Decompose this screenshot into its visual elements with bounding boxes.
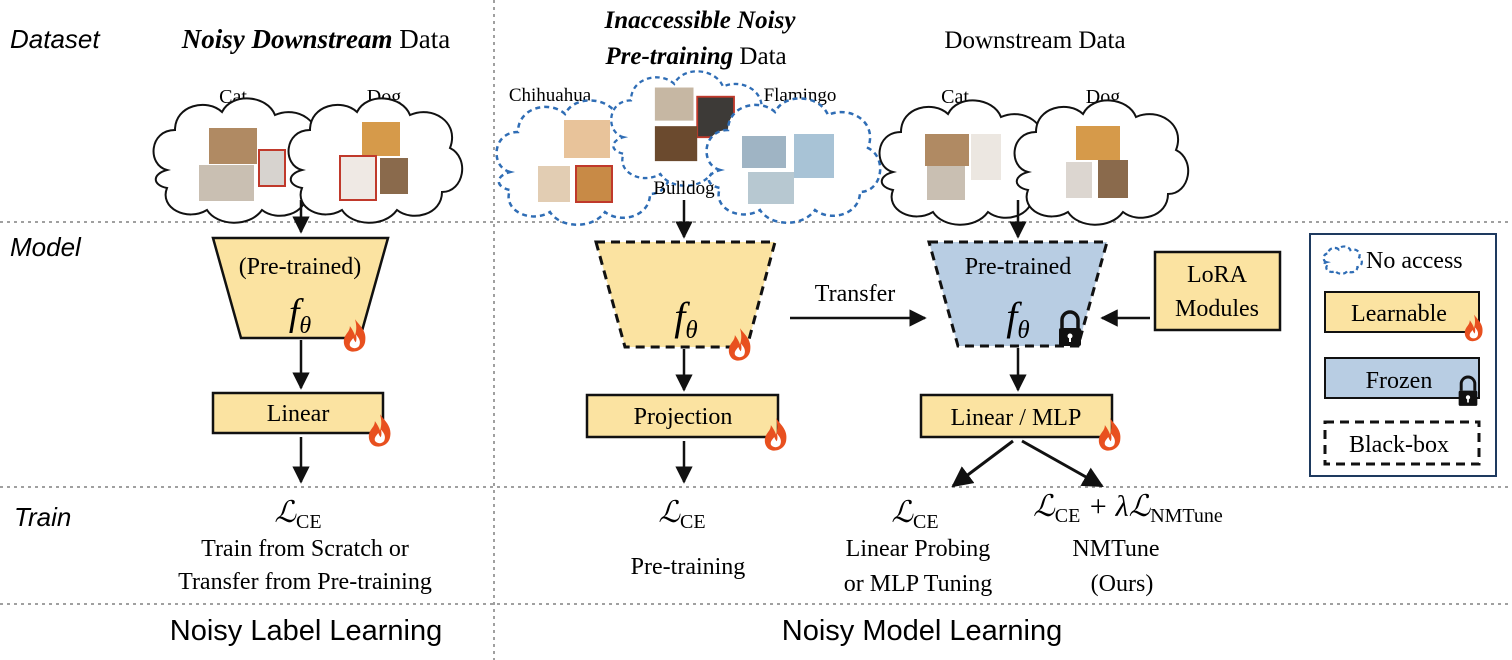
legend-learnable-label: Learnable	[1351, 301, 1447, 327]
legend: No access Learnable Frozen Black-box	[1309, 233, 1497, 477]
linear-probing-line2: or MLP Tuning	[844, 571, 993, 597]
middle-cloud-bulldog	[610, 70, 773, 187]
right-model-label: Pre-trained	[965, 254, 1072, 280]
legend-blackbox-swatch	[1323, 420, 1481, 466]
dog-photo	[362, 122, 400, 156]
cat-photo	[199, 165, 254, 201]
pretraining-label: Pre-training	[631, 554, 746, 580]
cat-photo	[927, 166, 965, 200]
linear-probing-line1: Linear Probing	[846, 536, 991, 562]
left-title: Noisy Downstream Data	[181, 24, 451, 54]
right-head-block: Linear / MLP	[919, 393, 1121, 451]
legend-learnable-swatch	[1324, 291, 1480, 333]
row-label-train: Train	[14, 502, 71, 532]
left-linear-label: Linear	[267, 401, 330, 427]
left-cloud-cat	[152, 97, 329, 224]
left-loss: ℒCE	[274, 496, 321, 533]
middle-cloud-flamingo	[705, 97, 882, 225]
left-train-line2: Transfer from Pre-training	[178, 569, 432, 595]
cat-photo-mislabeled	[339, 155, 377, 201]
middle-loss: ℒCE	[658, 496, 705, 533]
dog-photo	[380, 158, 408, 194]
lora-label-line1: LoRA	[1187, 262, 1248, 288]
right-loss-ce: ℒCE	[891, 496, 938, 533]
right-model-block: Pre-trained fθ	[927, 240, 1109, 348]
cloud-label-bulldog: Bulldog	[653, 178, 715, 199]
transfer-label: Transfer	[815, 281, 895, 307]
legend-no-access	[1322, 245, 1363, 275]
right-title: Downstream Data	[944, 27, 1125, 54]
middle-cloud-chihuahua	[495, 99, 672, 227]
right-cloud-cat	[878, 99, 1055, 226]
right-cloud-dog	[1013, 99, 1190, 226]
left-cloud-dog	[287, 97, 464, 224]
chihuahua-photo	[538, 166, 570, 202]
dog-photo-mislabeled	[258, 149, 286, 187]
bulldog-photo	[654, 126, 698, 162]
nmtune-line1: NMTune	[1072, 536, 1159, 562]
legend-no-access-label: No access	[1366, 248, 1463, 274]
flamingo-photo	[742, 136, 786, 168]
flamingo-photo	[794, 134, 834, 178]
lora-label-line2: Modules	[1175, 296, 1259, 322]
row-label-dataset: Dataset	[10, 24, 101, 54]
middle-projection-block: Projection	[585, 393, 787, 451]
middle-title-line2: Pre-training Data	[604, 43, 786, 70]
dog-photo	[1066, 162, 1092, 198]
cat-photo-mislabeled	[575, 165, 613, 203]
left-model-label: (Pre-trained)	[239, 254, 362, 280]
middle-model-block: fθ	[594, 240, 777, 361]
cloud-label-chihuahua: Chihuahua	[509, 85, 592, 106]
dashed-cloud-icon	[1322, 245, 1363, 275]
cat-photo	[971, 134, 1001, 180]
left-model-block: (Pre-trained) fθ	[211, 236, 390, 352]
left-train-line1: Train from Scratch or	[201, 536, 409, 562]
bulldog-photo	[654, 87, 694, 121]
left-linear-block: Linear	[211, 391, 391, 447]
linear-mlp-label: Linear / MLP	[951, 405, 1082, 431]
dog-photo	[1076, 126, 1120, 160]
nmtune-line2: (Ours)	[1091, 571, 1154, 597]
cat-photo	[925, 134, 969, 166]
legend-frozen-label: Frozen	[1366, 368, 1433, 394]
projection-label: Projection	[634, 404, 733, 430]
middle-title-line1: Inaccessible Noisy	[604, 7, 797, 34]
legend-frozen-swatch	[1324, 357, 1480, 399]
cloud-label-flamingo: Flamingo	[764, 85, 837, 106]
lora-block: LoRA Modules	[1153, 250, 1282, 332]
right-loss-nmtune: ℒCE + λℒNMTune	[1033, 490, 1223, 527]
cat-photo	[209, 128, 257, 164]
row-label-model: Model	[10, 232, 82, 262]
flamingo-photo	[748, 172, 794, 204]
legend-blackbox-label: Black-box	[1349, 432, 1449, 458]
section-title-noisy-label-learning: Noisy Label Learning	[170, 615, 442, 647]
chihuahua-photo	[564, 120, 610, 158]
section-title-noisy-model-learning: Noisy Model Learning	[782, 615, 1062, 647]
dog-photo	[1098, 160, 1128, 198]
